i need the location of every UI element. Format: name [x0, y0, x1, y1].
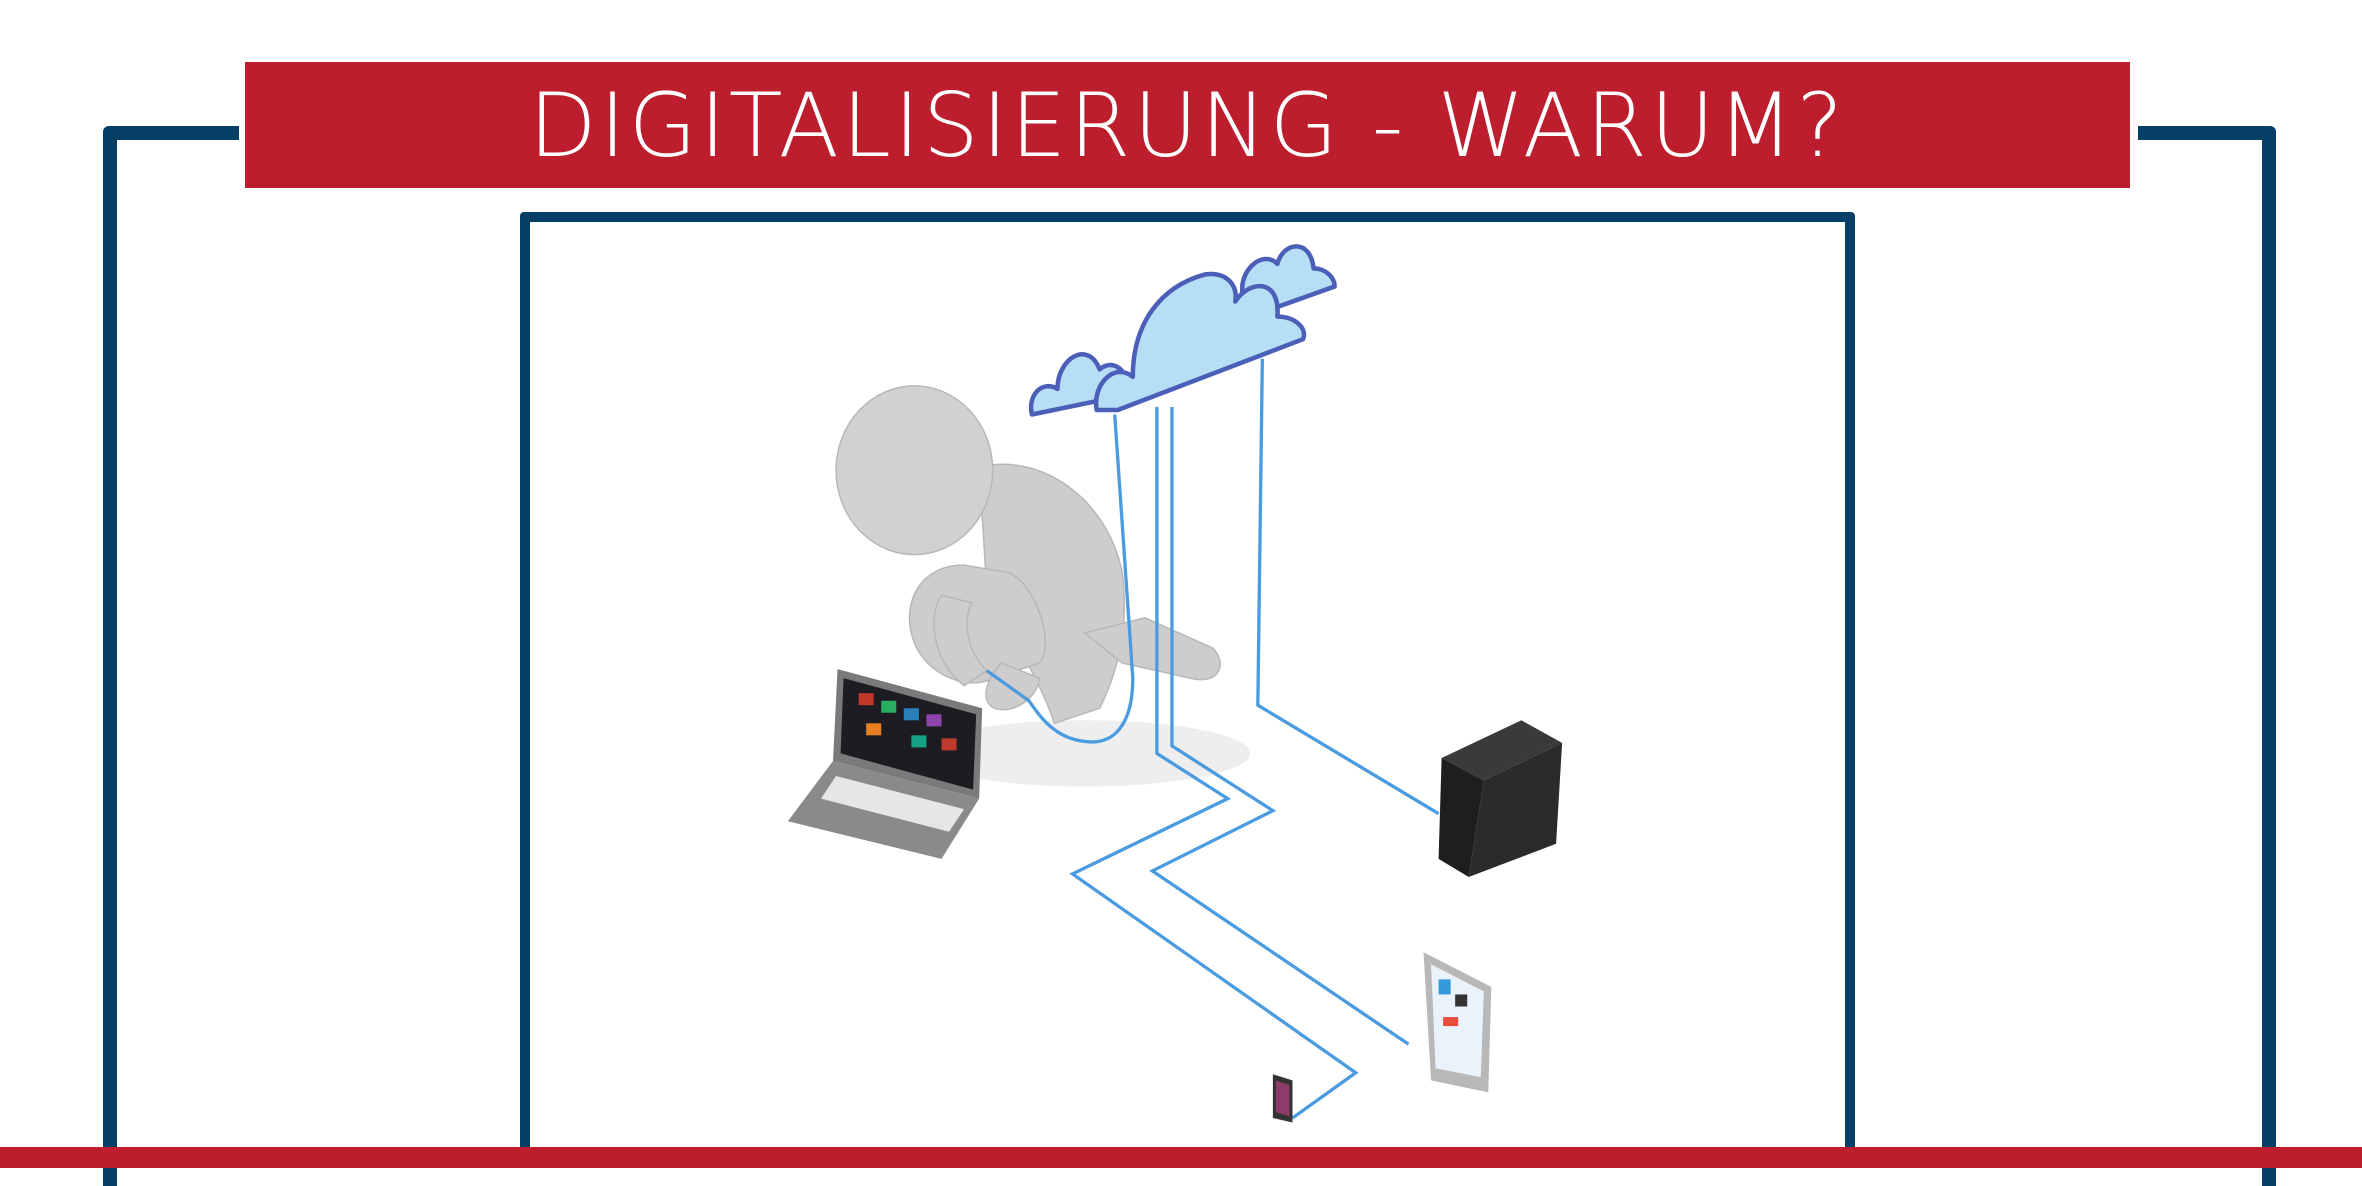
cable-laptop	[985, 414, 1135, 744]
page-title: DIGITALISIERUNG - WARUM?	[528, 73, 1847, 177]
outer-frame-top-left	[103, 126, 239, 140]
network-cables	[985, 358, 1440, 1120]
laptop-icon	[787, 669, 983, 859]
cable-phone	[1069, 406, 1359, 1120]
person-figure	[835, 385, 1221, 725]
outer-frame-right	[2262, 126, 2276, 1186]
smartphone-icon	[1272, 1074, 1293, 1123]
desktop-tower-icon	[1438, 720, 1563, 877]
cable-tower	[1256, 358, 1440, 816]
cable-tablet	[1149, 406, 1410, 1046]
floor-shadow	[918, 720, 1251, 787]
bottom-red-bar	[0, 1147, 2362, 1168]
title-banner: DIGITALISIERUNG - WARUM?	[245, 62, 2130, 188]
cloud-icon	[1028, 244, 1337, 417]
tablet-icon	[1423, 952, 1492, 1093]
outer-frame-top-right	[2138, 126, 2276, 140]
outer-frame-left	[103, 126, 117, 1186]
